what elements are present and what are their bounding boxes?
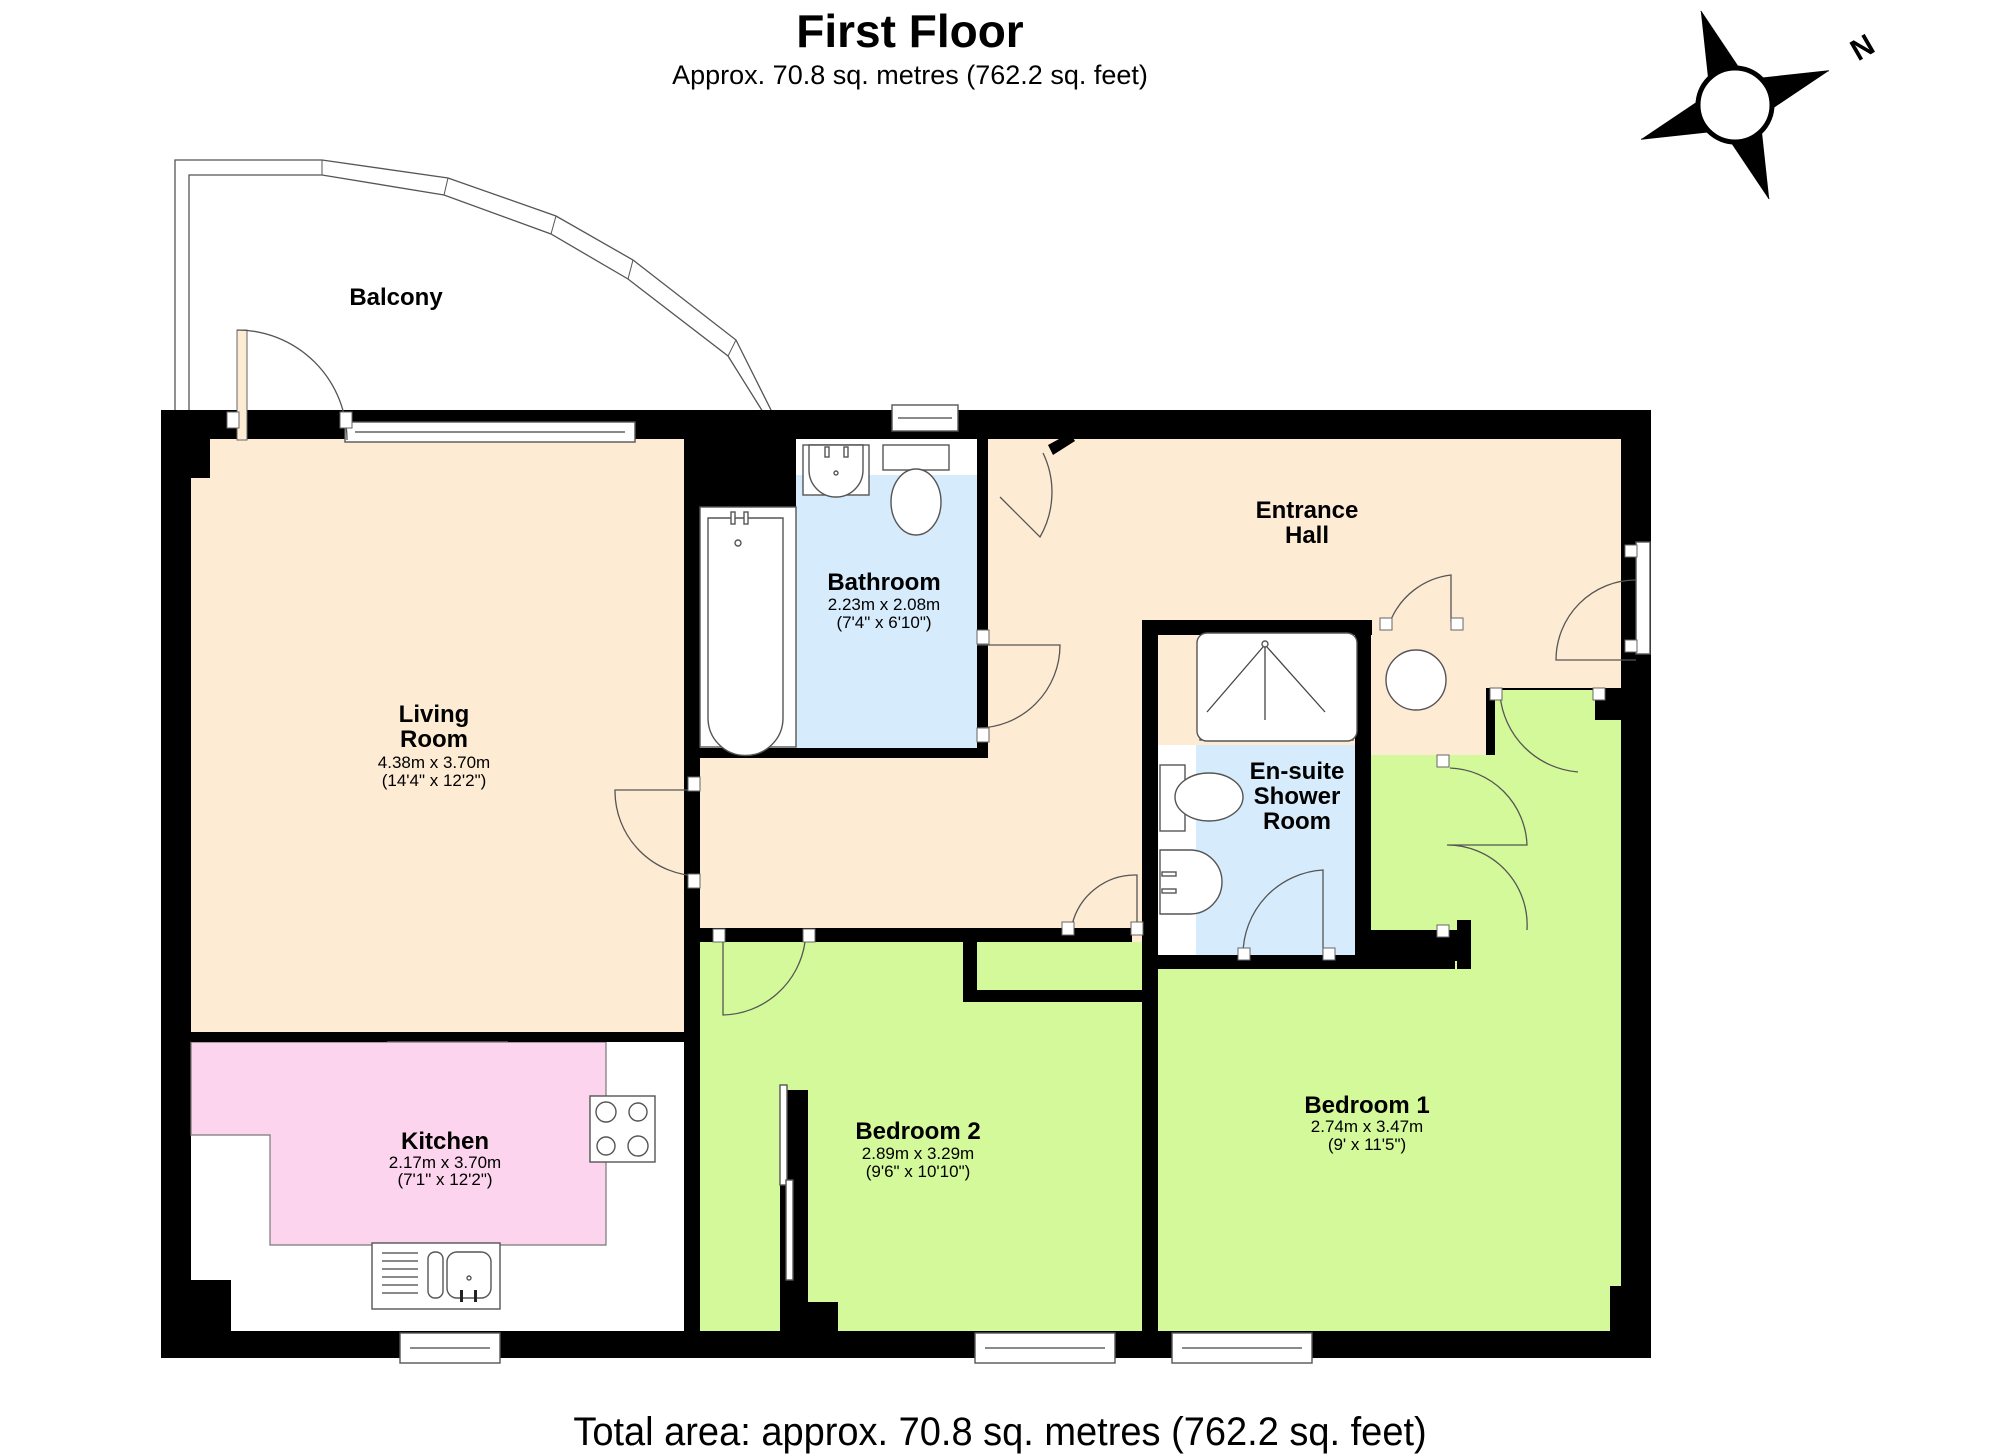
ensuite-name-line3: Room [1263, 808, 1331, 835]
floor-title: First Floor [796, 5, 1024, 57]
bedroom-1-door [1489, 687, 1606, 773]
bedroom-1-metric: 2.74m x 3.47m [1311, 1117, 1423, 1136]
hall-cupboard-door-top [999, 433, 1075, 539]
sink-icon [371, 1242, 501, 1310]
ensuite-basin-icon [1159, 849, 1223, 915]
bathroom-door [976, 629, 1061, 743]
cupboard-door [1379, 574, 1464, 631]
bathroom-name: Bathroom [827, 569, 940, 596]
kitchen-metric: 2.17m x 3.70m [389, 1153, 501, 1172]
bathtub-icon [699, 506, 797, 757]
total-area-footer: Total area: approx. 70.8 sq. metres (762… [573, 1410, 1427, 1454]
bathroom-metric: 2.23m x 2.08m [828, 595, 940, 614]
bedroom-2-metric: 2.89m x 3.29m [862, 1144, 974, 1163]
ensuite-lobby-door [1061, 874, 1144, 936]
ensuite-door [1237, 869, 1336, 961]
living-room-name-line1: Living [399, 701, 470, 728]
entrance-door [1555, 544, 1638, 661]
living-room [191, 439, 684, 1032]
wardrobe-double-doors [1436, 754, 1528, 938]
window-living-balcony [344, 421, 636, 443]
compass-north-arrow-icon: N [1640, 10, 1880, 200]
window-bathroom [891, 404, 959, 432]
ensuite-name-line2: Shower [1254, 783, 1341, 810]
hob-icon [589, 1095, 656, 1163]
living-room-imperial: (14'4" x 12'2") [382, 771, 487, 790]
washbasin-icon [802, 444, 870, 498]
bedroom-2-wardrobe-doors [779, 1084, 794, 1281]
balcony-door [226, 329, 353, 441]
bedroom-1 [1157, 690, 1621, 1331]
balcony-railing [174, 159, 773, 413]
ensuite-name-line1: En-suite [1250, 758, 1345, 785]
bedroom-2-door [712, 928, 816, 1016]
bedroom-2-imperial: (9'6" x 10'10") [866, 1162, 971, 1181]
living-room-name-line2: Room [400, 726, 468, 753]
balcony-label: Balcony [349, 284, 443, 311]
living-room-door [614, 776, 701, 889]
window-kitchen [399, 1332, 501, 1364]
entrance-hall-name-line1: Entrance [1256, 497, 1359, 524]
boiler-cylinder-icon [1385, 649, 1447, 711]
toilet-icon [882, 444, 950, 536]
bedroom-2 [700, 942, 1142, 1331]
bedroom-1-name: Bedroom 1 [1304, 1092, 1429, 1119]
window-bedroom-2 [974, 1332, 1116, 1364]
shower-tray-icon [1196, 632, 1358, 742]
kitchen-name: Kitchen [401, 1128, 489, 1155]
kitchen-imperial: (7'1" x 12'2") [397, 1170, 492, 1189]
compass-n-label: N [1845, 28, 1880, 67]
ensuite-toilet-icon [1159, 764, 1244, 832]
floor-area-subtitle: Approx. 70.8 sq. metres (762.2 sq. feet) [672, 60, 1148, 90]
bathroom-imperial: (7'4" x 6'10") [836, 613, 931, 632]
entrance-hall-name-line2: Hall [1285, 522, 1329, 549]
bedroom-1-imperial: (9' x 11'5") [1328, 1135, 1406, 1154]
window-bedroom-1 [1171, 1332, 1313, 1364]
bedroom-2-name: Bedroom 2 [855, 1118, 980, 1145]
entrance-door-frame [1635, 541, 1651, 655]
living-room-metric: 4.38m x 3.70m [378, 753, 490, 772]
